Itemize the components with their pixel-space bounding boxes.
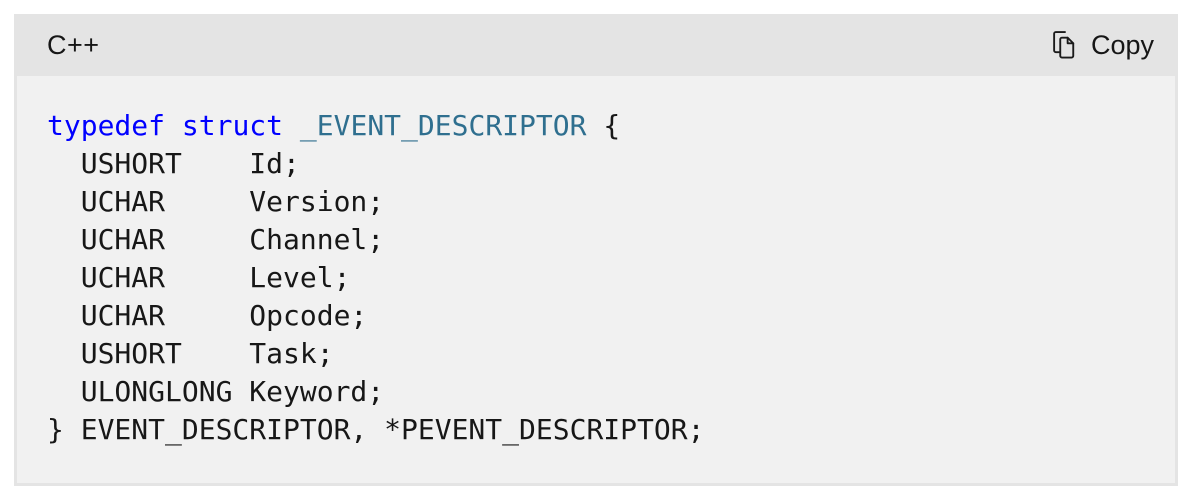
language-label: C++	[47, 29, 100, 60]
copy-icon	[1048, 29, 1078, 61]
copy-button[interactable]: Copy	[1048, 29, 1154, 61]
copy-button-label: Copy	[1090, 29, 1154, 60]
code-body: typedef struct _EVENT_DESCRIPTOR { USHOR…	[17, 76, 1175, 483]
code-content: typedef struct _EVENT_DESCRIPTOR { USHOR…	[47, 109, 705, 446]
code-block-header: C++ Copy	[14, 14, 1178, 76]
code-block: C++ Copy typedef struct _EVENT_DESCRIPTO…	[14, 14, 1178, 486]
